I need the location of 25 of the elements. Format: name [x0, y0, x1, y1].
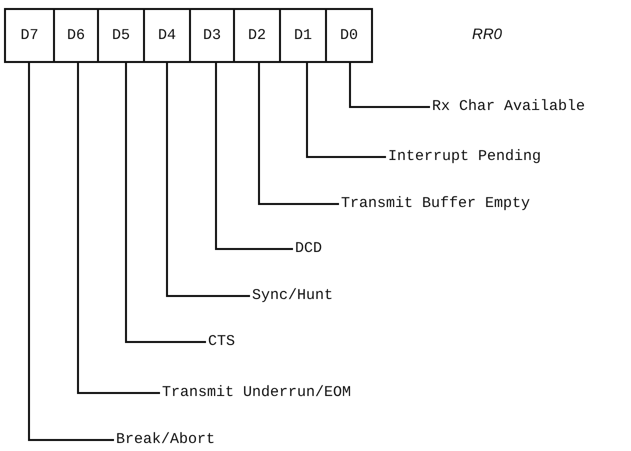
register-name: RR0: [472, 26, 502, 43]
leader-line: [215, 63, 293, 250]
bit-cell: D5: [97, 8, 145, 63]
bit-description: Transmit Underrun/EOM: [162, 384, 352, 402]
bit-description: Rx Char Available: [432, 98, 586, 116]
leader-line: [77, 63, 160, 394]
bit-cell: D3: [189, 8, 235, 63]
leader-line: [125, 63, 206, 343]
leader-line: [306, 63, 386, 158]
leader-line: [349, 63, 430, 108]
leader-line: [166, 63, 250, 297]
bit-cell: D1: [279, 8, 327, 63]
bit-description: Interrupt Pending: [388, 148, 542, 166]
bit-cell: D6: [53, 8, 99, 63]
bit-cell: D4: [143, 8, 191, 63]
bit-description: CTS: [208, 333, 236, 351]
bit-description: Break/Abort: [116, 431, 216, 449]
bit-cell: D7: [4, 8, 55, 63]
bit-cell: D2: [233, 8, 281, 63]
bit-description: Sync/Hunt: [252, 287, 334, 305]
bit-cell: D0: [325, 8, 373, 63]
bit-description: Transmit Buffer Empty: [341, 195, 530, 213]
leader-line: [258, 63, 339, 205]
leader-line: [28, 63, 114, 441]
bit-description: DCD: [295, 240, 322, 258]
